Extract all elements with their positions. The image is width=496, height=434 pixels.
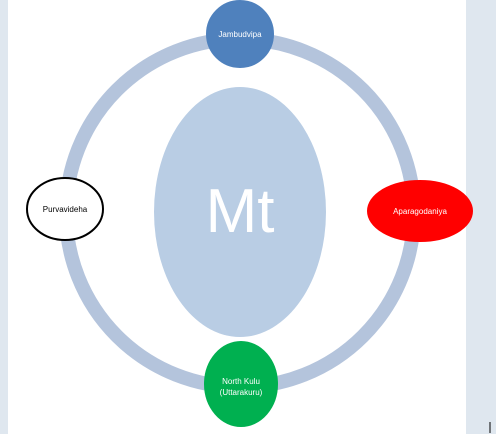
node-purvavideha-label: Purvavideha	[43, 205, 88, 214]
node-aparagodaniya-label: Aparagodaniya	[393, 207, 447, 216]
node-aparagodaniya: Aparagodaniya	[367, 180, 473, 242]
node-purvavideha: Purvavideha	[26, 177, 104, 241]
node-north-kulu-label-line2: (Uttarakuru)	[220, 388, 263, 397]
left-frame-bar	[0, 0, 8, 434]
node-jambudvipa-label: Jambudvipa	[218, 30, 262, 39]
node-north-kulu-label-line1: North Kulu	[222, 377, 260, 386]
center-label: Mt	[206, 177, 275, 246]
center-mountain-ellipse	[154, 87, 326, 337]
node-jambudvipa: Jambudvipa	[206, 0, 274, 68]
node-north-kulu: North Kulu (Uttarakuru)	[204, 341, 278, 427]
